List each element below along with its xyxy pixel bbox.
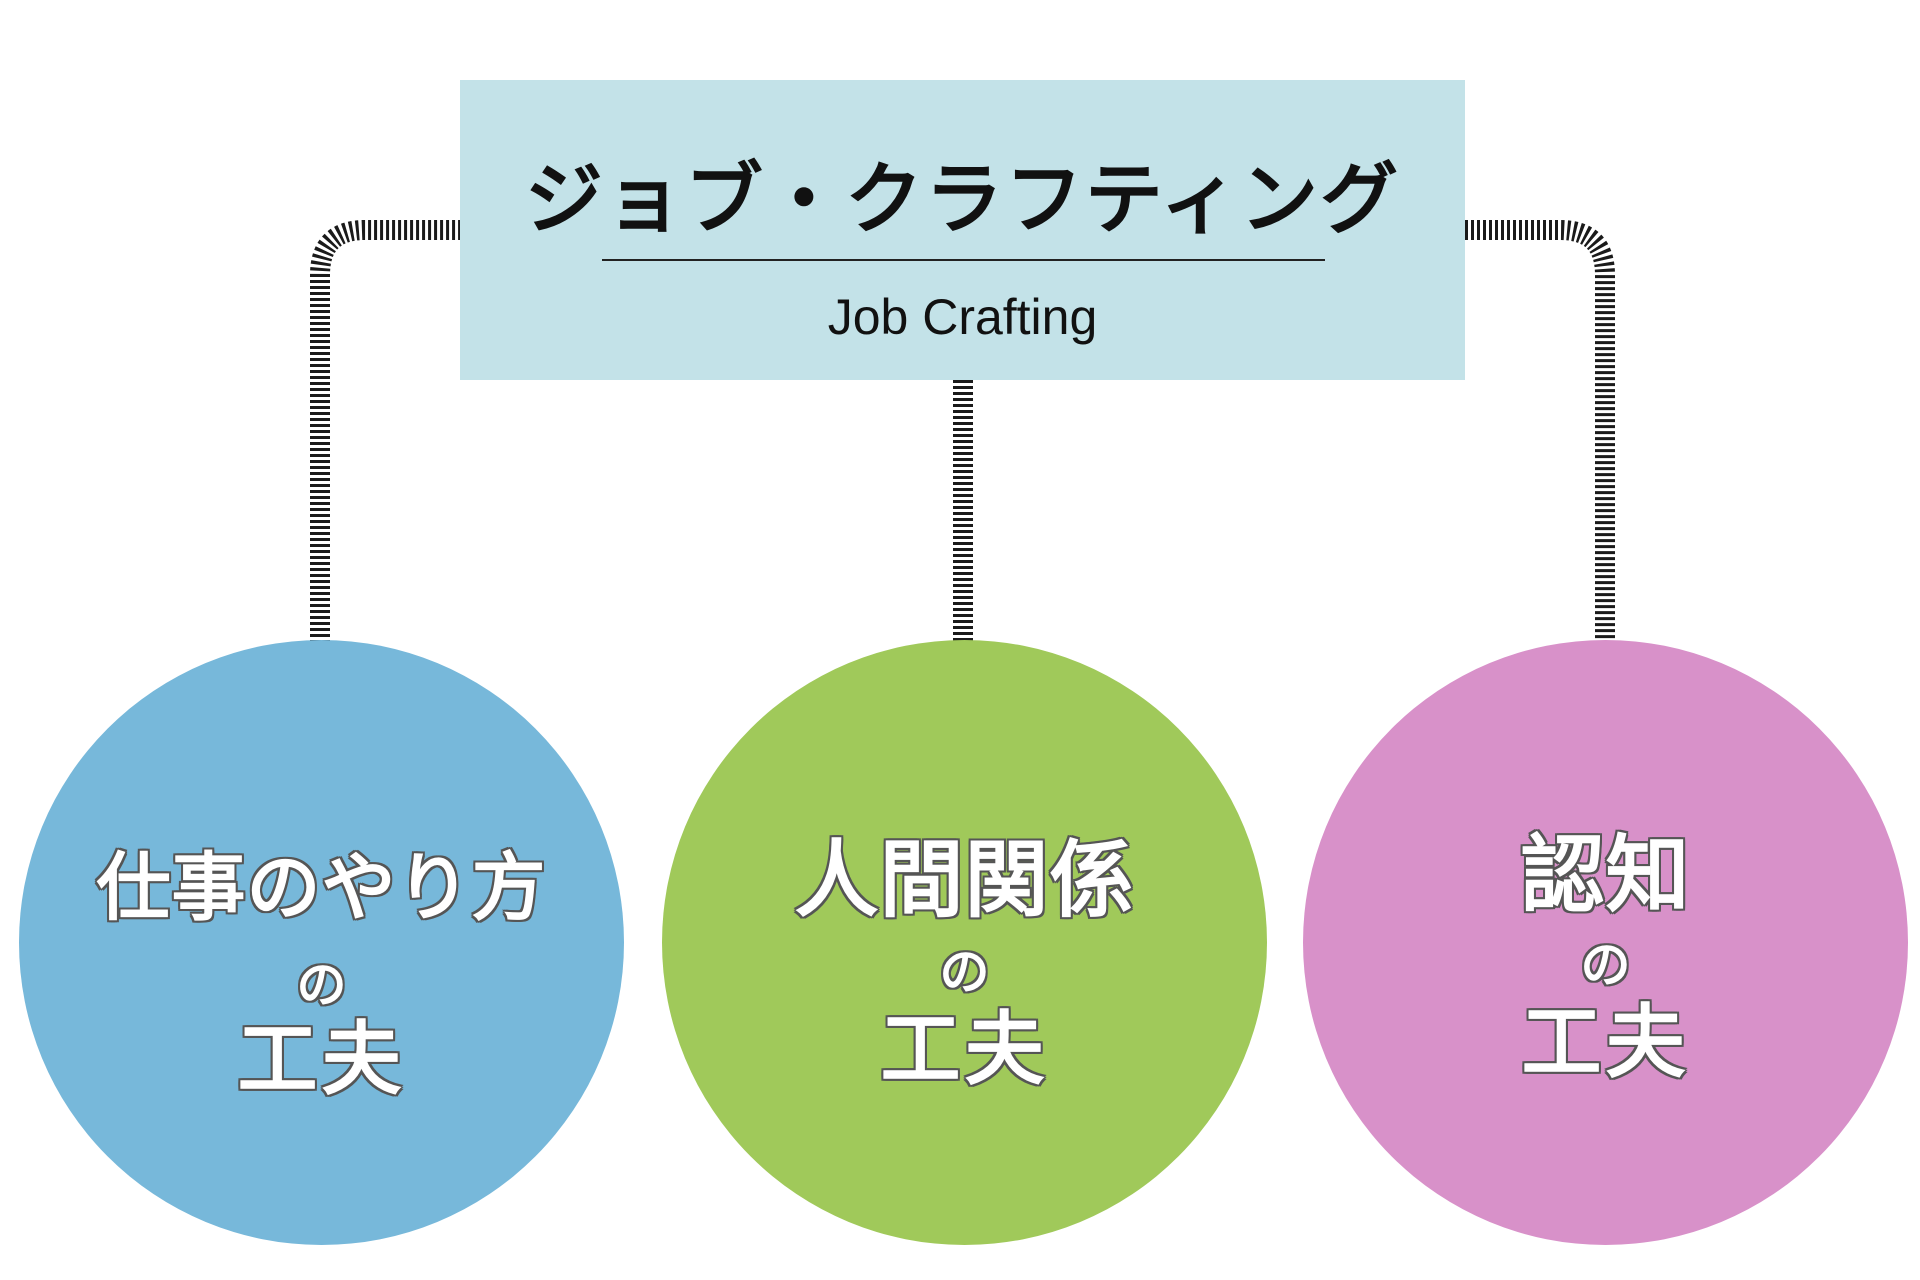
circle-cognition-suffix: 工夫 [1521,996,1690,1089]
title-divider [602,259,1325,261]
title-main: ジョブ・クラフティング [524,155,1401,245]
title-subtitle: Job Crafting [827,289,1098,345]
circle-work-method-connector: の [296,956,347,1014]
connector-left [310,220,460,643]
circle-cognition: 認知 の 工夫 [1303,640,1908,1245]
circle-relationships-label: 人間関係 [794,831,1135,929]
connector-right [1465,220,1615,643]
circle-relationships-connector: の [939,943,990,1001]
circle-cognition-label: 認知 [1520,826,1691,924]
circle-work-method-suffix: 工夫 [237,1013,406,1106]
circle-work-method-label: 仕事のやり方 [96,845,547,931]
circle-cognition-connector: の [1580,936,1631,994]
circle-relationships: 人間関係 の 工夫 [662,640,1267,1245]
circle-work-method: 仕事のやり方 の 工夫 [19,640,624,1245]
title-box: ジョブ・クラフティング Job Crafting [460,80,1465,380]
circle-relationships-suffix: 工夫 [880,1003,1049,1096]
